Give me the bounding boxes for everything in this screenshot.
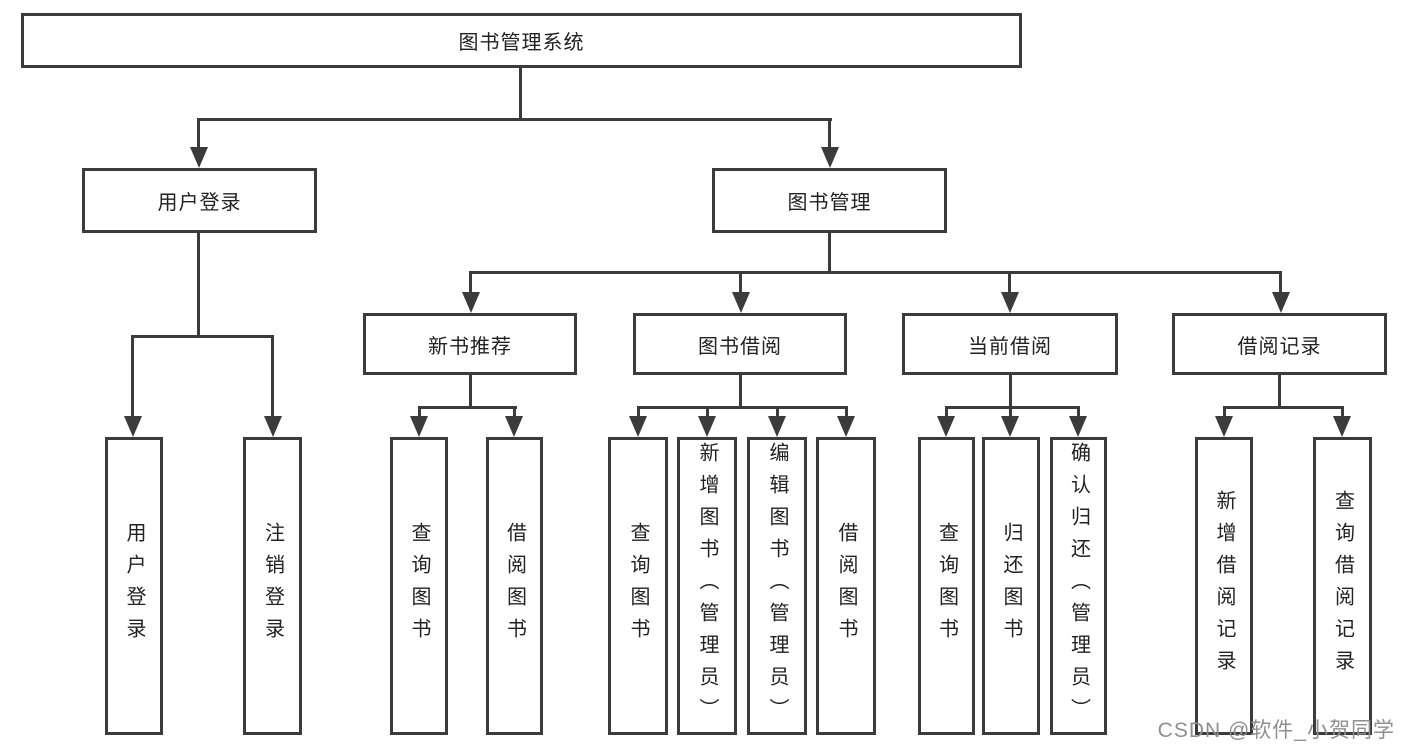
- connector-line: [739, 375, 742, 406]
- connector-line: [197, 233, 200, 335]
- arrowhead-icon: [937, 416, 955, 437]
- connector-line: [271, 335, 274, 417]
- connector-line: [197, 118, 832, 121]
- node-label: 新书推荐: [428, 335, 512, 358]
- leaf-label: 归还图书: [1000, 522, 1022, 650]
- connector-line: [418, 406, 517, 409]
- connector-line: [945, 406, 948, 417]
- connector-line: [469, 271, 1282, 274]
- arrowhead-icon: [768, 416, 786, 437]
- leaf-edit-book-admin: 编辑图书（管理员）: [747, 437, 807, 735]
- node-new-book-recommend: 新书推荐: [363, 313, 577, 375]
- connector-line: [828, 118, 831, 148]
- leaf-label: 新增借阅记录: [1213, 490, 1235, 682]
- connector-line: [706, 406, 709, 417]
- leaf-user-login: 用户登录: [105, 437, 163, 735]
- arrowhead-icon: [1272, 292, 1290, 313]
- arrowhead-icon: [410, 416, 428, 437]
- leaf-query-books: 查询图书: [390, 437, 448, 735]
- node-book-borrowing: 图书借阅: [633, 313, 847, 375]
- leaf-query-books: 查询图书: [608, 437, 668, 735]
- arrowhead-icon: [821, 147, 839, 168]
- node-label: 图书借阅: [698, 335, 782, 358]
- leaf-label: 借阅图书: [835, 522, 857, 650]
- leaf-label: 查询图书: [627, 522, 649, 650]
- arrowhead-icon: [1215, 416, 1233, 437]
- connector-line: [637, 406, 848, 409]
- connector-line: [637, 406, 640, 417]
- node-borrowing-records: 借阅记录: [1172, 313, 1387, 375]
- leaf-confirm-return-admin: 确认归还（管理员）: [1050, 437, 1107, 735]
- node-current-borrowing: 当前借阅: [902, 313, 1118, 375]
- connector-line: [1279, 271, 1282, 293]
- leaf-label: 用户登录: [123, 522, 145, 650]
- leaf-label: 确认归还（管理员）: [1067, 442, 1090, 730]
- arrowhead-icon: [629, 416, 647, 437]
- leaf-return-books: 归还图书: [982, 437, 1040, 735]
- leaf-label: 编辑图书（管理员）: [766, 442, 788, 730]
- leaf-label: 借阅图书: [503, 522, 526, 650]
- connector-line: [131, 335, 134, 417]
- connector-line: [519, 68, 522, 118]
- node-label: 图书管理: [787, 192, 872, 214]
- arrowhead-icon: [190, 147, 208, 168]
- watermark-text: CSDN @软件_小贺同学: [1157, 719, 1395, 742]
- leaf-label: 查询借阅记录: [1331, 490, 1354, 682]
- connector-line: [418, 406, 421, 417]
- arrowhead-icon: [698, 416, 716, 437]
- arrowhead-icon: [462, 292, 480, 313]
- connector-line: [1223, 406, 1226, 417]
- connector-line: [197, 118, 200, 148]
- leaf-borrow-books: 借阅图书: [816, 437, 876, 735]
- arrowhead-icon: [1001, 416, 1019, 437]
- leaf-label: 注销登录: [261, 522, 284, 650]
- leaf-borrow-books: 借阅图书: [486, 437, 543, 735]
- connector-line: [469, 375, 472, 406]
- connector-line: [513, 406, 516, 417]
- node-label: 当前借阅: [968, 335, 1052, 358]
- leaf-label: 新增图书（管理员）: [696, 442, 718, 730]
- connector-line: [1278, 375, 1281, 406]
- leaf-query-books: 查询图书: [918, 437, 975, 735]
- connector-line: [1008, 271, 1011, 293]
- leaf-query-borrow-record: 查询借阅记录: [1313, 437, 1372, 735]
- leaf-add-book-admin: 新增图书（管理员）: [677, 437, 737, 735]
- node-label: 借阅记录: [1237, 335, 1322, 358]
- arrowhead-icon: [732, 292, 750, 313]
- node-label: 图书管理系统: [458, 32, 585, 54]
- arrowhead-icon: [124, 416, 142, 437]
- connector-line: [1077, 406, 1080, 417]
- connector-line: [469, 271, 472, 293]
- connector-line: [945, 406, 1080, 409]
- leaf-label: 查询图书: [408, 522, 430, 650]
- connector-line: [131, 335, 274, 338]
- connector-line: [1009, 406, 1012, 417]
- node-book-management: 图书管理: [712, 168, 947, 233]
- connector-line: [1223, 406, 1344, 409]
- node-label: 用户登录: [157, 192, 242, 214]
- connector-line: [845, 406, 848, 417]
- arrowhead-icon: [1333, 416, 1351, 437]
- arrowhead-icon: [264, 416, 282, 437]
- connector-line: [1341, 406, 1344, 417]
- node-library-system: 图书管理系统: [21, 13, 1022, 68]
- connector-line: [1009, 375, 1012, 406]
- arrowhead-icon: [1069, 416, 1087, 437]
- connector-line: [828, 233, 831, 271]
- leaf-label: 查询图书: [935, 522, 958, 650]
- connector-line: [739, 271, 742, 293]
- connector-line: [776, 406, 779, 417]
- arrowhead-icon: [505, 416, 523, 437]
- leaf-add-borrow-record: 新增借阅记录: [1195, 437, 1253, 735]
- leaf-logout: 注销登录: [243, 437, 302, 735]
- node-user-login: 用户登录: [82, 168, 317, 233]
- arrowhead-icon: [1001, 292, 1019, 313]
- arrowhead-icon: [837, 416, 855, 437]
